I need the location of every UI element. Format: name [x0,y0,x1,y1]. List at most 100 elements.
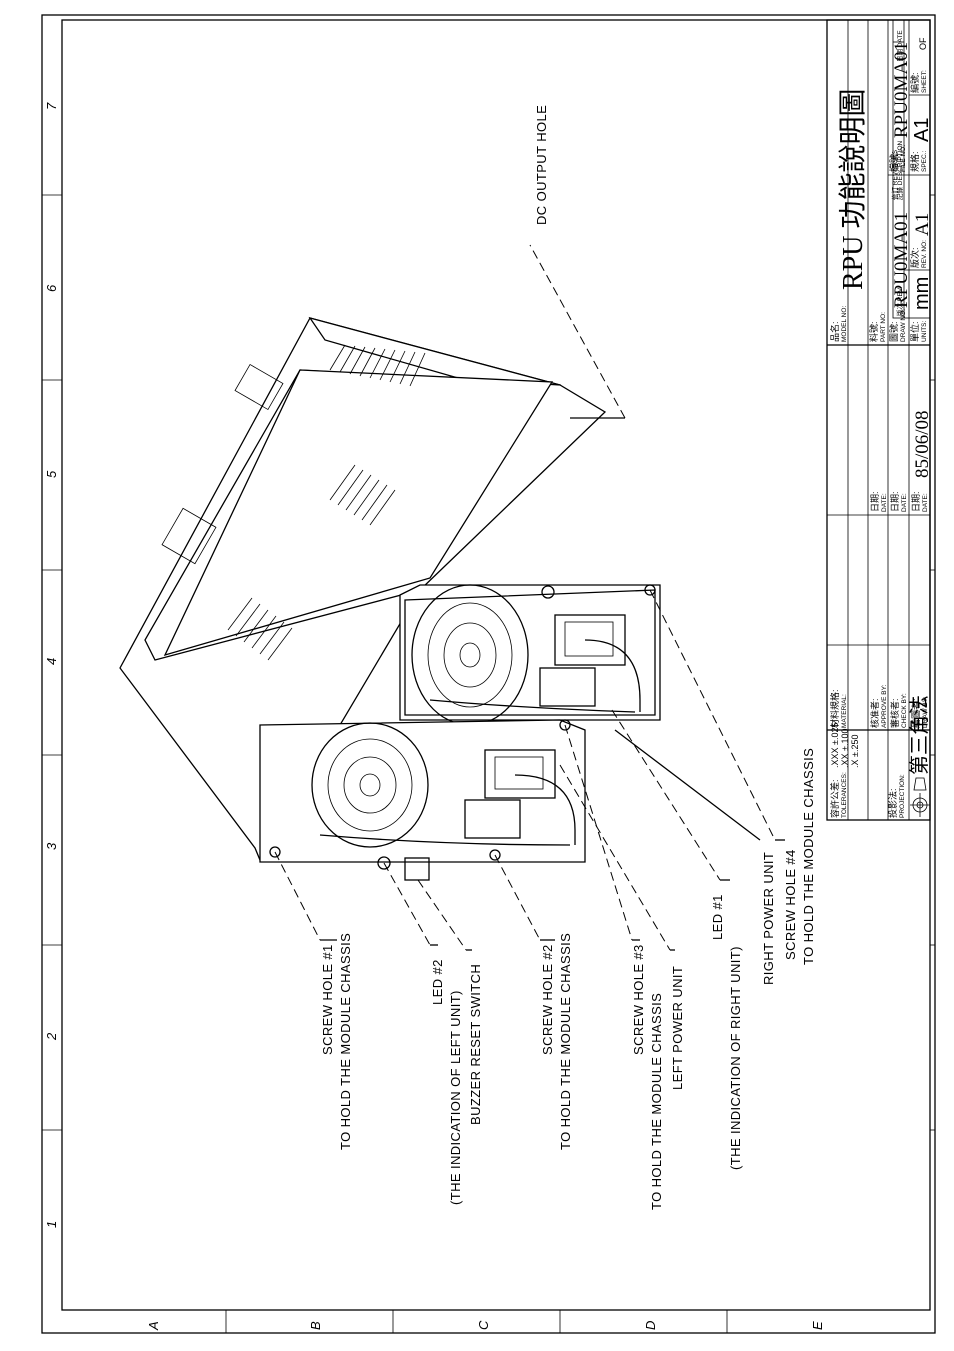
sheet-value: OF [918,37,928,50]
screw-hole-1-desc: TO HOLD THE MODULE CHASSIS [338,933,353,1150]
dc-output-hole-label: DC OUTPUT HOLE [534,105,549,225]
tolerance-xx: .XX ±.100 [840,729,850,768]
buzzer-reset-switch [404,857,430,881]
zone-column-5: 5 [44,470,59,478]
zone-column-labels: 1 2 3 4 5 6 7 [44,102,59,1228]
part-label-en: PART NO: [880,312,887,342]
right-unit-fan-inner-1 [427,602,513,708]
rev-label: 版次 REV. [895,286,904,316]
label-plate-1 [234,363,284,411]
screw-hole-3-desc: TO HOLD THE MODULE CHASSIS [649,993,664,1210]
third-angle-projection-icon [910,777,930,817]
led-1-indicator [541,585,555,599]
zone-column-1: 1 [44,1221,59,1228]
check-label: 審核者: [889,698,900,728]
approve-date-label: 日期: [870,491,880,512]
top-vents-2 [227,597,293,661]
left-unit-switch-housing [484,749,556,799]
side-vents-right [329,344,426,387]
top-vents-1 [329,464,396,526]
spec-value: A1 [911,118,933,142]
model-label-en: MODEL NO: [841,306,848,342]
draw-by-label-en: DRAW BY: [922,696,929,728]
left-power-unit-label: LEFT POWER UNIT [670,966,685,1090]
left-unit-handle [319,774,576,846]
description-label: 記錄 DESCRIPTION [895,140,904,200]
buzzer-reset-switch-label: BUZZER RESET SWITCH [468,964,483,1125]
draw-no-label: 圖號: [888,321,899,342]
sheet-label: 編號: [909,72,920,93]
spec-label: 規格: [909,151,920,172]
right-unit-fan-inner-2 [443,622,497,688]
units-value: mm [911,277,933,310]
approve-label-en: APPROVE BY: [881,684,888,728]
draw-date-value: 85/06/08 [912,410,933,478]
left-unit-ac-inlet [464,799,521,839]
callout-labels: DC OUTPUT HOLE SCREW HOLE #1 TO HOLD THE… [320,105,816,1210]
rev-no-label: 版次: [909,247,920,268]
tolerances-label: 容許公差: [829,779,840,818]
date-label: 日期 DATE [896,30,904,62]
zone-column-4: 4 [44,658,59,665]
zone-column-2: 2 [44,1032,59,1041]
material-label-en: MATERIAL: [841,694,848,728]
led-2-title: LED #2 [430,959,445,1005]
screw-hole-2-desc: TO HOLD THE MODULE CHASSIS [558,933,573,1150]
zone-row-A: A [146,1321,161,1331]
screw-1 [269,846,281,858]
file-no-value: RPU0MA01 [891,42,912,138]
right-unit-ac-inlet [539,667,596,707]
right-unit-fan-hub [459,642,481,668]
check-label-en: CHECK BY: [901,693,908,728]
left-unit-fan [311,722,429,848]
model-value: RPU 功能說明圖 [837,89,869,290]
spec-label-en: SPEC.: [921,150,928,172]
zone-row-labels: A B C D E [146,1320,825,1331]
left-unit-fan-inner-2 [343,756,397,814]
draw-date-label: 日期: [911,491,921,512]
projection-value: 第三角法 [908,695,931,775]
label-plate-2 [161,507,217,565]
right-power-unit-label: RIGHT POWER UNIT [761,852,776,985]
left-unit-fan-inner-1 [327,738,413,832]
tolerance-xxx: .XXX ±.025 [830,723,840,768]
draw-no-value: RPU0MA01 [891,212,912,308]
power-supply-illustration [119,316,661,881]
sheet-label-en: SHEET: [921,70,928,93]
leader-lines [274,244,785,951]
screw-hole-4-title: SCREW HOLE #4 [783,849,798,960]
led-2-indicator [377,856,391,870]
right-unit-switch-housing [554,614,626,666]
title-block: 容許公差: TOLERANCES: .XXX ±.025 .XX ±.100 .… [826,19,933,821]
draw-no-label-en: DRAW NO: [900,309,907,342]
right-unit-plate [404,589,656,716]
draw-by-label: 繪圖者: [910,698,921,728]
right-unit-switch [564,621,614,657]
part-label: 料號: [868,321,879,342]
chassis-block-front-right [163,369,554,657]
screw-3 [559,719,571,731]
file-no-label: 檔號: [888,151,899,172]
left-power-unit-face [259,719,586,863]
led-1-desc: (THE INDICATION OF RIGHT UNIT) [728,946,743,1170]
tolerances-label-en: TOLERANCES: [841,772,848,818]
led-2-desc: (THE INDICATION OF LEFT UNIT) [448,990,463,1205]
led-1-title: LED #1 [710,894,725,940]
zone-row-B: B [308,1321,323,1330]
rev-no-label-en: REV. NO: [921,240,928,268]
screw-2 [489,849,501,861]
units-label: 單位: [909,321,920,342]
zone-row-E: E [810,1321,825,1330]
zone-column-3: 3 [44,842,59,850]
revisions-header: 修訂 REVISIONS [890,149,899,200]
zone-column-7: 7 [44,102,59,110]
units-label-en: UNITS: [921,321,928,343]
tolerance-x: .X ±.250 [850,735,860,768]
approve-label: 核准者: [869,698,880,728]
file-no-label-en: FILE NO: [900,145,907,172]
zone-row-D: D [643,1321,658,1330]
material-label: 材料規格: [829,689,840,728]
model-label: 品名: [829,321,840,342]
zone-column-6: 6 [44,284,59,292]
